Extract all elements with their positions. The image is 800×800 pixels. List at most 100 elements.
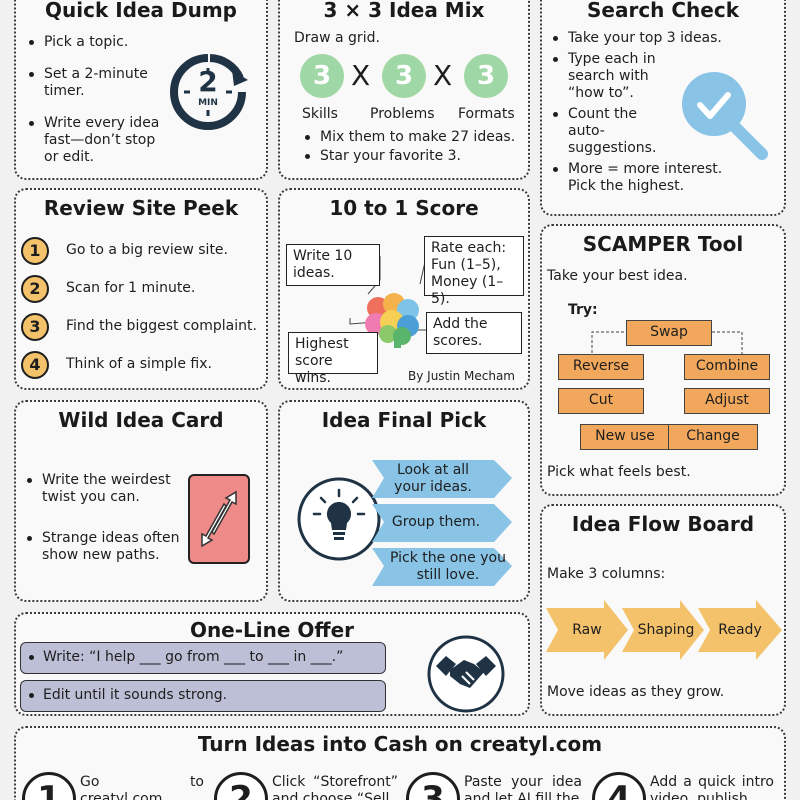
list-item: Type each in search with “how to”. [550,51,686,102]
scamper-connectors [591,331,743,354]
intro-text: Draw a grid. [294,30,380,46]
handshake-icon [426,634,506,714]
list-item: Write the weirdest twist you can. [24,472,190,506]
card-title: Idea Final Pick [321,408,487,432]
try-label: Try: [568,302,598,318]
list-item: Write every idea fast—don’t stop or edit… [26,115,166,166]
scamper-new-use: New use [580,424,670,450]
scamper-card: SCAMPER Tool Take your best idea. Try: S… [540,224,786,496]
final-pick-card: Idea Final Pick Look at all your ideas. … [278,400,530,602]
card-title: Search Check [586,0,740,22]
list-item: Take your top 3 ideas. [550,30,740,47]
intro-text: Take your best idea. [547,268,688,284]
final-step: Look at all your ideas. [394,462,472,495]
card-title: Review Site Peek [43,196,239,220]
card-title: Wild Idea Card [58,408,224,432]
step-number: 4 [21,351,49,379]
outro-text: Pick what feels best. [547,464,691,480]
search-list: Take your top 3 ideas. Type each in sear… [550,30,722,195]
cash-step-text: Go to [80,774,204,790]
card-title: SCAMPER Tool [582,232,744,256]
step-text: Scan for 1 minute. [66,280,196,296]
scamper-change: Change [668,424,758,450]
list-item: Star your favorite 3. [302,148,532,165]
review-site-card: Review Site Peek 1 Go to a big review si… [14,188,268,390]
rate-each-box: Rate each: Fun (1–5), Money (1–5). [424,236,524,307]
add-scores-box: Add the scores. [426,312,522,354]
skills-circle: 3 [300,54,344,98]
card-title: One-Line Offer [189,618,355,642]
times-sign: X [351,59,371,92]
step-number: 2 [214,772,268,800]
problems-label: Problems [370,106,435,122]
wild-list: Write the weirdest twist you can. Strang… [24,472,190,564]
byline: By Justin Mecham [408,369,515,383]
flow-col-shaping: Shaping [637,622,695,638]
step-number: 3 [406,772,460,800]
lightbulb-icon [296,476,382,562]
cash-step-2: Click “Storefront” and choose “Sell [272,774,398,800]
scamper-adjust: Adjust [684,388,770,414]
list-item: Mix them to make 27 ideas. [302,129,532,146]
flow-col-ready: Ready [718,622,762,638]
timer-number: 2 [198,65,218,98]
magnifier-check-icon [676,68,772,164]
step-number: 4 [592,772,646,800]
list-item: Count the auto-suggestions. [550,106,670,157]
card-title: Quick Idea Dump [45,0,237,22]
card-title: Idea Flow Board [571,512,755,536]
cash-step-text: , open a free [162,791,167,800]
scamper-combine: Combine [684,354,770,380]
problems-circle: 3 [382,54,426,98]
card-title: Turn Ideas into Cash on creatyl.com [197,732,603,756]
list-item: Pick a topic. [26,34,166,51]
step-number: 2 [21,275,49,303]
brain-icon [364,292,422,348]
write-ideas-box: Write 10 ideas. [286,244,380,286]
one-line-offer-card: One-Line Offer Write: “I help ___ go fro… [14,612,530,716]
times-sign: X [433,59,453,92]
timer-icon: 2 MIN [166,50,250,134]
formats-circle: 3 [464,54,508,98]
wild-idea-card: Wild Idea Card Write the weirdest twist … [14,400,268,602]
formats-label: Formats [458,106,515,122]
highest-score-box: Highest score wins. [288,332,378,386]
step-text: Find the biggest complaint. [66,318,257,334]
offer-item: Edit until it sounds strong. [20,680,386,712]
card-title: 10 to 1 Score [329,196,479,220]
chevron-steps [372,460,512,586]
idea-mix-card: 3 × 3 Idea Mix Draw a grid. 3 X 3 X 3 Sk… [278,0,530,180]
cash-step-4: Add a quick intro video, publish [650,774,774,800]
mix-list: Mix them to make 27 ideas. Star your fav… [302,129,532,165]
outro-text: Move ideas as they grow. [547,684,725,700]
score-card: 10 to 1 Score Write 10 ideas. Rate each:… [278,188,530,390]
offer-item: Write: “I help ___ go from ___ to ___ in… [20,642,386,674]
scamper-swap: Swap [626,320,712,346]
list-item: Strange ideas often show new paths. [24,530,190,564]
step-number: 3 [21,313,49,341]
intro-text: Make 3 columns: [547,566,666,582]
creatyl-link[interactable]: creatyl.com [80,791,163,800]
card-title: 3 × 3 Idea Mix [323,0,485,22]
step-number: 1 [22,772,76,800]
reverse-card-icon [188,474,250,564]
flow-board-card: Idea Flow Board Make 3 columns: Raw Shap… [540,504,786,716]
step-text: Think of a simple fix. [66,356,212,372]
step-text: Go to a big review site. [66,242,228,258]
final-step: Pick the one you still love. [390,550,506,583]
timer-unit: MIN [198,98,218,108]
steps-list: Pick a topic. Set a 2-minute timer. Writ… [26,34,166,166]
list-item: More = more interest. Pick the highest. [550,161,740,195]
cash-step-3: Paste your idea and let AI fill the [464,774,582,800]
search-check-card: Search Check Take your top 3 ideas. Type… [540,0,786,216]
flow-arrows [546,600,782,660]
final-step: Group them. [391,514,481,530]
step-number: 1 [21,237,49,265]
cash-card: Turn Ideas into Cash on creatyl.com 1 Go… [14,726,786,800]
scamper-cut: Cut [558,388,644,414]
list-item: Set a 2-minute timer. [26,66,166,100]
scamper-reverse: Reverse [558,354,644,380]
skills-label: Skills [302,106,338,122]
flow-col-raw: Raw [572,622,602,638]
quick-idea-dump-card: Quick Idea Dump Pick a topic. Set a 2-mi… [14,0,268,180]
